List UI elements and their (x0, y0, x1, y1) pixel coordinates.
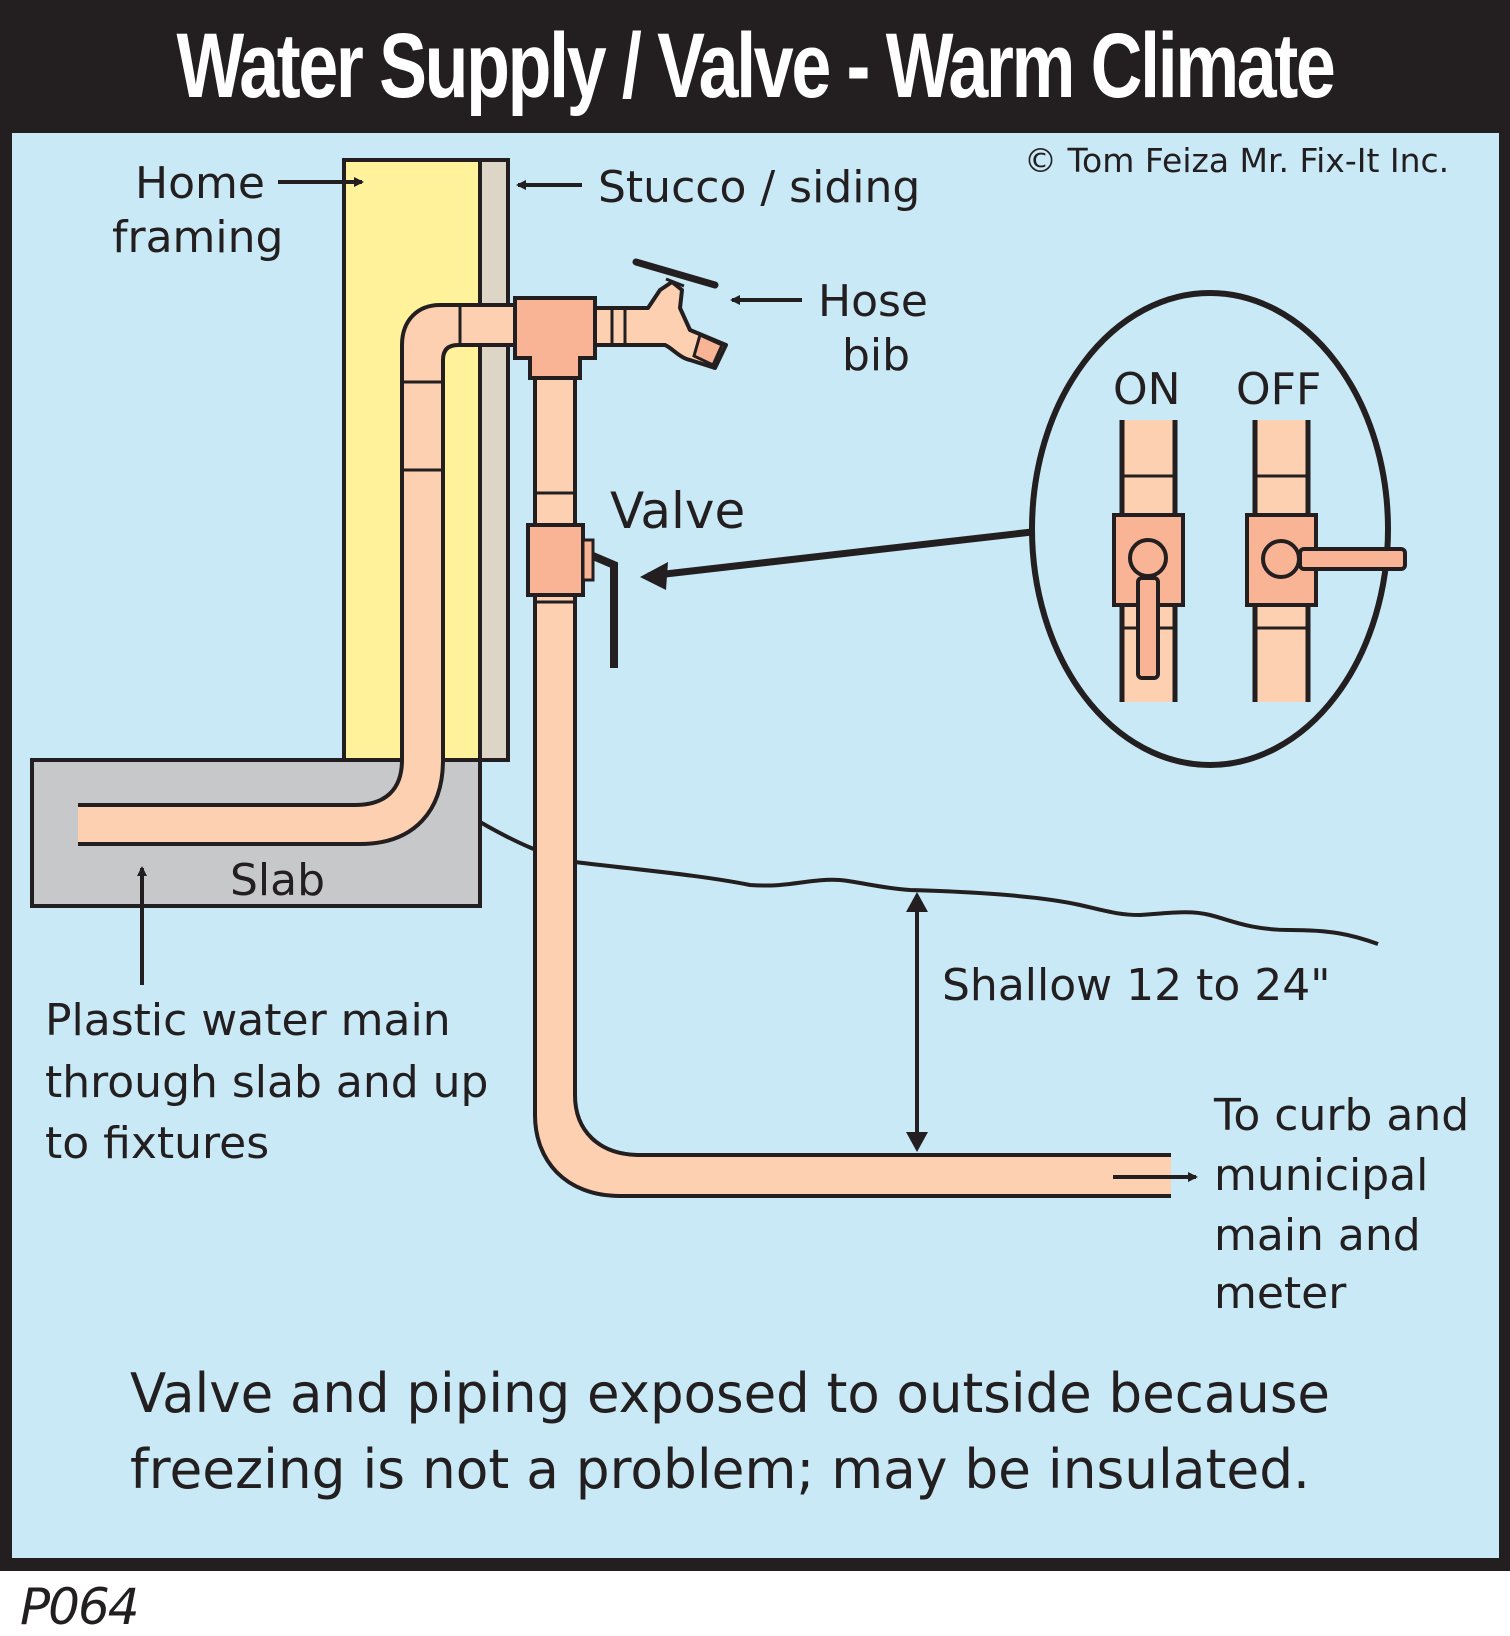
label-to-curb-3: main and (1214, 1210, 1421, 1261)
label-home-framing-1: Home (135, 158, 265, 209)
label-hose-bib-2: bib (842, 330, 910, 381)
label-stucco-siding: Stucco / siding (598, 162, 920, 213)
diagram-title: Water Supply / Valve - Warm Climate (176, 15, 1336, 117)
label-slab: Slab (230, 855, 325, 906)
label-hose-bib-1: Hose (818, 276, 928, 327)
inset-pointer-arrow (647, 528, 1033, 580)
label-plastic-main-1: Plastic water main (45, 995, 451, 1046)
stucco-siding (478, 158, 510, 762)
hose-bib (593, 258, 728, 370)
label-to-curb-2: municipal (1214, 1150, 1428, 1201)
label-valve: Valve (610, 482, 745, 540)
label-plastic-main-2: through slab and up (45, 1057, 488, 1108)
label-plastic-main-3: to fixtures (45, 1118, 269, 1169)
tee-fitting (513, 296, 597, 380)
label-off: OFF (1236, 364, 1321, 415)
figure-code: P064 (20, 1578, 140, 1636)
caption-line-2: freezing is not a problem; may be insula… (130, 1438, 1310, 1501)
label-depth: Shallow 12 to 24" (942, 960, 1330, 1011)
valve-on-illustration (1112, 420, 1185, 702)
caption-line-1: Valve and piping exposed to outside beca… (130, 1362, 1330, 1425)
label-home-framing-2: framing (112, 212, 283, 263)
label-to-curb-1: To curb and (1213, 1090, 1469, 1141)
shutoff-valve (526, 523, 618, 668)
copyright-notice: © Tom Feiza Mr. Fix-It Inc. (1024, 141, 1449, 180)
label-to-curb-4: meter (1214, 1268, 1347, 1319)
valve-off-illustration (1245, 420, 1407, 702)
interior-water-main (78, 305, 520, 844)
valve-detail-inset (1029, 290, 1391, 768)
label-on: ON (1113, 364, 1181, 415)
ground-line (479, 820, 1379, 946)
diagram-artwork: Home framing Stucco / siding © Tom Feiza… (30, 141, 1469, 1501)
